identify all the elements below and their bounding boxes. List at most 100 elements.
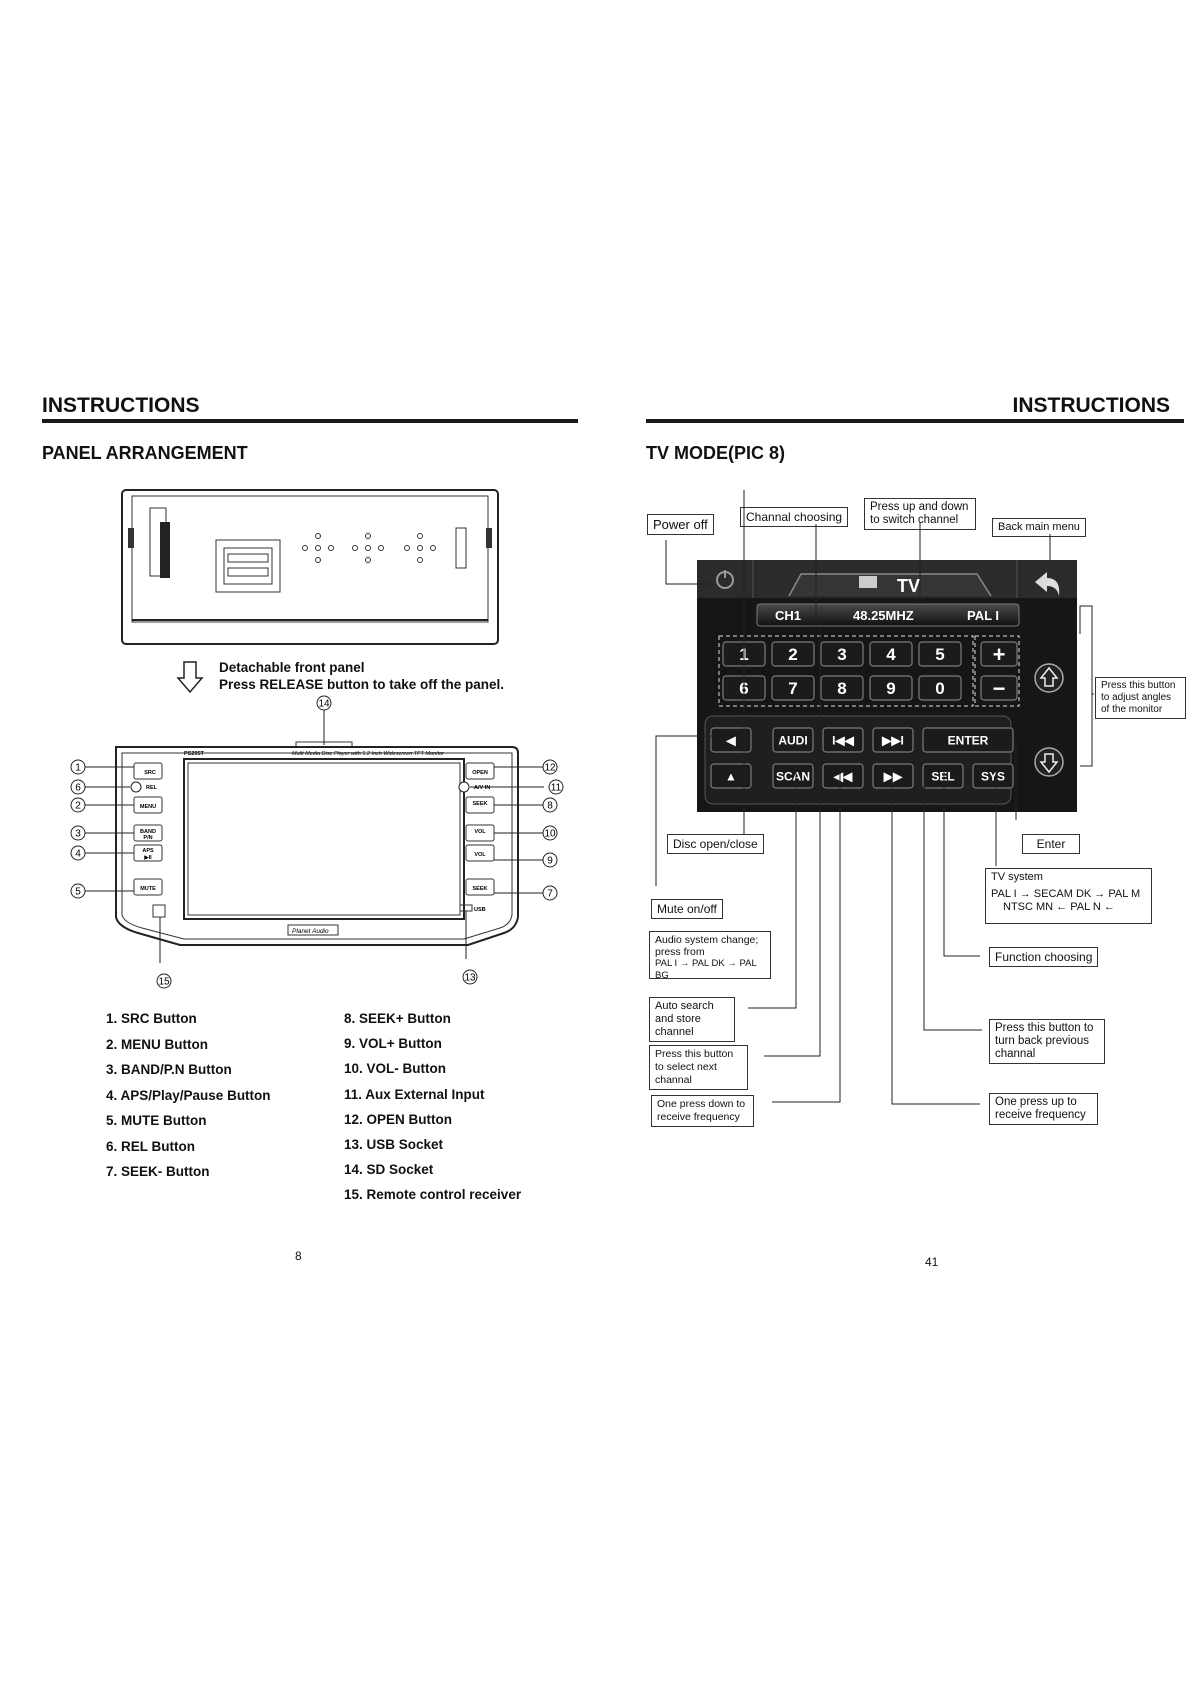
power-off-label: Power off <box>647 514 714 535</box>
src-label: SRC <box>144 770 156 776</box>
unit-chassis-diagram <box>121 489 499 645</box>
func-row1-1-label: AUDI <box>778 733 807 747</box>
func-row1-0-label: ◀ <box>725 733 736 747</box>
digit-7-label: 7 <box>788 679 797 698</box>
digit-7-button[interactable] <box>771 675 815 701</box>
digit-9-button[interactable] <box>869 675 913 701</box>
func-row1-0-button[interactable] <box>710 727 752 753</box>
callout-10: 10 <box>544 829 556 840</box>
seek-minus-label: SEEK <box>473 886 488 892</box>
func-row2-4-button[interactable] <box>922 763 964 789</box>
digit-2-button[interactable] <box>771 641 815 667</box>
func-row1-1-button[interactable] <box>772 727 814 753</box>
func-row2-0-label: ▲ <box>725 769 737 783</box>
frequency-readout: 48.25MHZ <box>853 608 914 623</box>
aps-label: APS <box>142 848 154 854</box>
angle-up-icon <box>1034 663 1064 693</box>
usb-label: USB <box>474 907 486 913</box>
function-choosing-label: Function choosing <box>989 947 1099 967</box>
tv-system-seq2: NTSC MN ← PAL N ← <box>1003 901 1115 913</box>
angle-down-icon <box>1034 747 1064 777</box>
callout-2: 2 <box>75 801 81 812</box>
audio-change-seq: PAL I → PAL DK → PAL BG <box>655 958 757 981</box>
detach-note: Detachable front panel Press RELEASE but… <box>219 659 504 693</box>
func-row2-1-button[interactable] <box>772 763 814 789</box>
callout-14: 14 <box>318 699 330 710</box>
func-row2-2-button[interactable] <box>822 763 864 789</box>
list-item: 7. SEEK- Button <box>106 1164 210 1179</box>
vol-minus-label: VOL <box>474 829 486 835</box>
mute-label: MUTE <box>140 886 156 892</box>
back-icon <box>1035 572 1060 596</box>
digit-5-button[interactable] <box>918 641 962 667</box>
vol-plus-label: VOL <box>474 852 486 858</box>
callout-1: 1 <box>75 763 81 774</box>
channel-readout: CH1 <box>775 608 801 623</box>
tv-icon <box>859 576 877 588</box>
func-row2-5-label: SYS <box>981 769 1005 783</box>
menu-label: MENU <box>140 804 156 810</box>
button-list-col1: 1. SRC Button 2. MENU Button 3. BAND/P.N… <box>106 1011 271 1190</box>
func-row2-4-label: SEL <box>931 769 954 783</box>
func-row1-4-button[interactable] <box>922 727 1014 753</box>
callout-9: 9 <box>547 856 553 867</box>
press-updown-label: Press up and down to switch channel <box>864 498 976 530</box>
list-item: 8. SEEK+ Button <box>344 1011 451 1026</box>
callout-3: 3 <box>75 829 81 840</box>
enter-label: Enter <box>1022 834 1080 854</box>
func-row2-3-label: ▶▶ <box>883 769 903 783</box>
func-row2-3-button[interactable] <box>872 763 914 789</box>
digit-2-label: 2 <box>788 645 797 664</box>
digit-4-label: 4 <box>886 645 896 664</box>
open-label: OPEN <box>472 770 488 776</box>
right-section-title: TV MODE(PIC 8) <box>646 443 786 463</box>
digit-0-label: 0 <box>935 679 944 698</box>
brand-label: Planet Audio <box>292 928 329 935</box>
func-row2-1-label: SCAN <box>776 769 810 783</box>
func-row1-3-label: ▶▶I <box>881 733 904 747</box>
callout-13: 13 <box>464 973 476 984</box>
list-item: 14. SD Socket <box>344 1162 434 1178</box>
left-header-rule <box>42 419 578 423</box>
callout-8: 8 <box>547 801 553 812</box>
model-label: PS295T <box>184 751 205 757</box>
auto-search-label: Auto search and store channel <box>649 997 735 1042</box>
func-row2-5-button[interactable] <box>972 763 1014 789</box>
func-row1-2-button[interactable] <box>822 727 864 753</box>
list-item: 1. SRC Button <box>106 1011 197 1026</box>
band-label: BAND <box>140 829 156 835</box>
func-row1-3-button[interactable] <box>872 727 914 753</box>
callout-11: 11 <box>551 783 562 794</box>
right-page-number: 41 <box>925 1255 939 1269</box>
digit-8-button[interactable] <box>820 675 864 701</box>
callout-4: 4 <box>75 849 81 860</box>
digit-8-label: 8 <box>837 679 846 698</box>
digit-3-button[interactable] <box>820 641 864 667</box>
left-header: INSTRUCTIONS <box>42 394 200 417</box>
callout-6: 6 <box>75 783 81 794</box>
mute-label: Mute on/off <box>651 899 723 919</box>
panel-caption: Multi Media Disc Player with 5.2 Inch Wi… <box>292 751 445 757</box>
list-item: 10. VOL- Button <box>344 1061 446 1077</box>
list-item: 9. VOL+ Button <box>344 1036 442 1052</box>
tv-system-title: TV system <box>991 871 1043 883</box>
system-readout: PAL I <box>967 608 999 623</box>
callout-5: 5 <box>75 887 81 898</box>
list-item: 6. REL Button <box>106 1138 195 1154</box>
list-item: 2. MENU Button <box>106 1036 208 1052</box>
digit-0-button[interactable] <box>918 675 962 701</box>
audio-change-box: Audio system change; press from PAL I → … <box>649 931 771 981</box>
front-panel-diagram: 14 PS295T Multi Media Disc Player with 5… <box>70 695 564 989</box>
list-item: 5. MUTE Button <box>106 1113 207 1128</box>
right-header: INSTRUCTIONS <box>1012 394 1171 417</box>
digit-4-button[interactable] <box>869 641 913 667</box>
func-row2-0-button[interactable] <box>710 763 752 789</box>
one-down-label: One press down to receive frequency <box>651 1095 754 1127</box>
button-list-col2: 8. SEEK+ Button 9. VOL+ Button 10. VOL- … <box>344 1011 521 1213</box>
disc-open-label: Disc open/close <box>667 834 764 854</box>
prev-channel-label: Press this button to turn back previous … <box>989 1019 1105 1064</box>
